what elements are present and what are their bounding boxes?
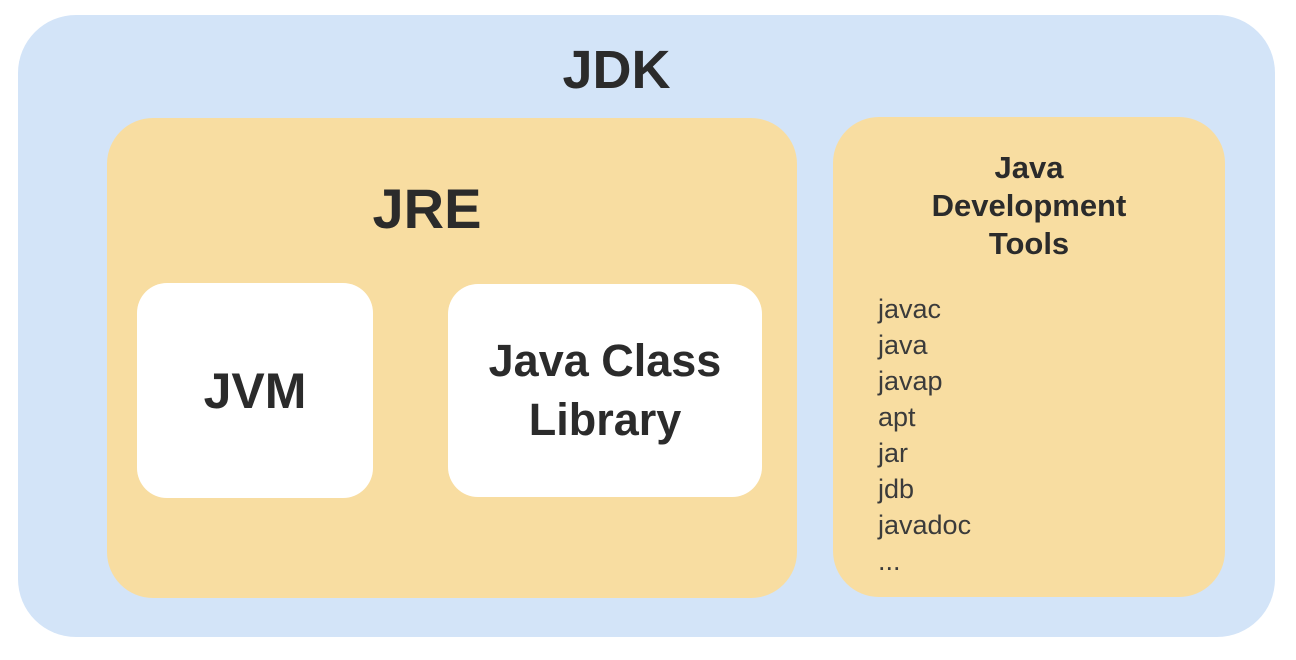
- jvm-node: JVM: [137, 283, 373, 498]
- tool-item-javap: javap: [878, 366, 943, 396]
- tool-item-javac: javac: [878, 294, 942, 324]
- jdk-label: JDK: [562, 40, 671, 100]
- java-class-library-label: Java Class Library: [488, 335, 722, 445]
- java-development-tools-label: Java Development Tools: [931, 150, 1127, 261]
- tool-item-java: java: [878, 330, 928, 360]
- java-class-library-node: Java Class Library: [448, 284, 762, 497]
- jre-label: JRE: [372, 177, 482, 240]
- tool-item-ellipsis: ...: [878, 546, 901, 576]
- tool-item-apt: apt: [878, 402, 916, 432]
- tools-list: javac java javap apt jar jdb javadoc ...: [878, 291, 1225, 579]
- jdk-container: JDK JRE JVM Java Class Library Java Deve…: [18, 15, 1275, 637]
- tool-item-javadoc: javadoc: [878, 510, 972, 540]
- java-development-tools-container: Java Development Tools javac java javap …: [833, 117, 1225, 597]
- jre-container: JRE JVM Java Class Library: [107, 118, 797, 598]
- jvm-label: JVM: [203, 362, 307, 419]
- tool-item-jar: jar: [878, 438, 909, 468]
- tool-item-jdb: jdb: [878, 474, 915, 504]
